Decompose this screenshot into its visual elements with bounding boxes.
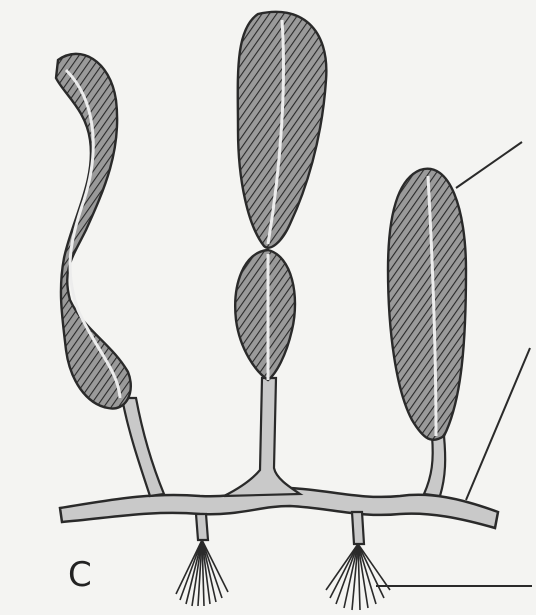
blade-center-upper <box>238 12 327 248</box>
rhizoid-tuft-right <box>326 544 390 610</box>
leader-line-stolon <box>466 348 530 500</box>
stalks <box>122 378 445 496</box>
rhizoid-tuft-left <box>176 540 228 606</box>
panel-label: C <box>68 558 92 592</box>
blade-left <box>56 54 131 409</box>
blade-right <box>388 169 466 440</box>
blade-center-lower <box>235 250 295 380</box>
leader-line-blade <box>456 142 522 188</box>
rhizoid-stems <box>196 512 364 544</box>
